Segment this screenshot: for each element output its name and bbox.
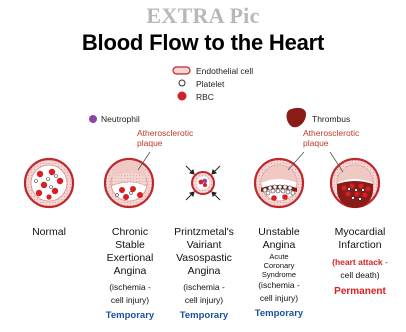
unstable-vessel (255, 152, 304, 207)
mi-note-1: (heart attack - (318, 256, 402, 269)
prinzmetal-label-3: Vasospastic (164, 252, 244, 265)
prinzmetal-vessel (186, 166, 220, 200)
unstable-sub-3: Syndrome (240, 270, 318, 279)
chronic-status: Temporary (90, 309, 170, 322)
chronic-label-1: Chronic (90, 226, 170, 239)
chronic-label-3: Exertional (90, 252, 170, 265)
mi-label-1: Myocardial (318, 226, 402, 239)
chronic-note-2: cell injury) (90, 294, 170, 307)
chronic-label-2: Stable (90, 239, 170, 252)
normal-label: Normal (14, 226, 84, 239)
chronic-stable-vessel (105, 152, 153, 207)
prinzmetal-note-2: cell injury) (164, 294, 244, 307)
prinzmetal-label-4: Angina (164, 265, 244, 278)
prinzmetal-note-1: (ischemia - (164, 281, 244, 294)
unstable-sub-2: Coronary (240, 261, 318, 270)
rbc-symbol (178, 92, 187, 101)
unstable-label-1: Unstable (240, 226, 318, 239)
chronic-label-4: Angina (90, 265, 170, 278)
mi-note-2: cell death) (318, 269, 402, 282)
col-prinzmetal: Printzmetal's Vairiant Vasospastic Angin… (164, 226, 244, 322)
mi-note-1-dash: - (383, 257, 388, 267)
endothelial-symbol (173, 67, 190, 74)
unstable-status: Temporary (240, 307, 318, 320)
legend-symbols (89, 67, 306, 127)
col-unstable: Unstable Angina Acute Coronary Syndrome … (240, 226, 318, 320)
prinzmetal-label-1: Printzmetal's (164, 226, 244, 239)
platelet-symbol (179, 80, 185, 86)
col-normal: Normal (14, 226, 84, 239)
unstable-sub-1: Acute (240, 252, 318, 261)
unstable-note-2: cell injury) (240, 292, 318, 305)
chronic-note-1: (ischemia - (90, 281, 170, 294)
normal-vessel (25, 159, 73, 207)
neutrophil-symbol (89, 115, 97, 123)
prinzmetal-status: Temporary (164, 309, 244, 322)
col-myocardial-infarction: Myocardial Infarction (heart attack - ce… (318, 226, 402, 298)
mi-vessel (330, 152, 379, 208)
mi-status: Permanent (318, 285, 402, 298)
prinzmetal-label-2: Vairiant (164, 239, 244, 252)
mi-note-1-highlight: (heart attack (332, 257, 383, 267)
unstable-note-1: (ischemia - (240, 279, 318, 292)
unstable-label-2: Angina (240, 239, 318, 252)
mi-label-2: Infarction (318, 239, 402, 252)
thrombus-symbol (287, 108, 306, 127)
col-chronic-stable: Chronic Stable Exertional Angina (ischem… (90, 226, 170, 322)
